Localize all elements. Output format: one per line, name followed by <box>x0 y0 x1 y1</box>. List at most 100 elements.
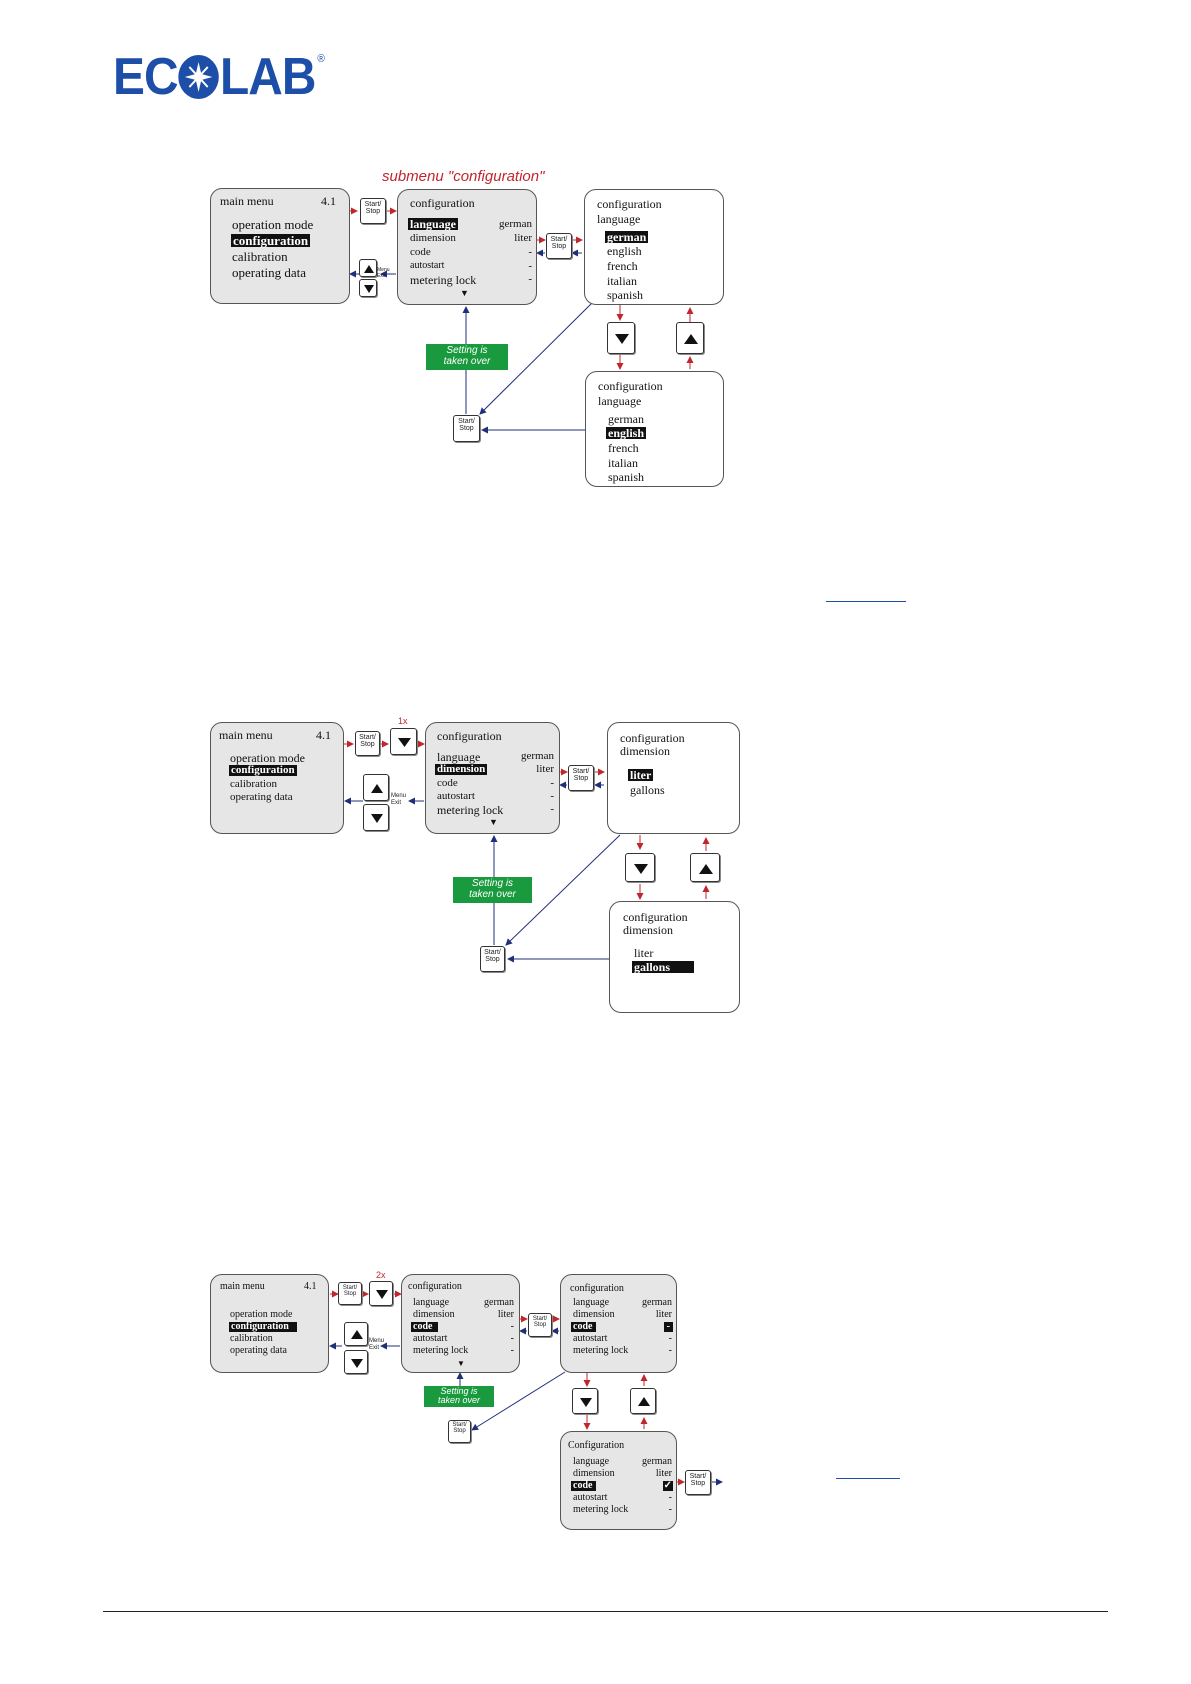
config-row-dimension-selected: dimension <box>435 763 488 775</box>
config-value-dimension: liter <box>497 1309 514 1320</box>
config-value-metering-lock: - <box>668 1504 672 1515</box>
config-row-language: language <box>437 750 481 764</box>
d3-code-screen-confirmed: Configuration language german dimension … <box>560 1431 677 1530</box>
config-value-language: german <box>484 1297 514 1308</box>
up-arrow-key <box>690 853 720 882</box>
config-value-metering-lock: - <box>550 803 554 815</box>
config-title: Configuration <box>568 1440 625 1451</box>
lang-title: configuration <box>597 197 662 211</box>
config-row-code: code <box>437 777 458 789</box>
d3-main-menu-screen: main menu 4.1 operation mode configurati… <box>210 1274 329 1373</box>
config-value-language: german <box>642 1456 672 1467</box>
config-row-metering-lock: metering lock <box>437 803 504 817</box>
down-arrow-key <box>363 804 389 831</box>
config-value-autostart: - <box>668 1333 672 1344</box>
menu-item-operation-mode: operation mode <box>230 1309 293 1320</box>
main-menu-number: 4.1 <box>321 194 336 208</box>
main-menu-number: 4.1 <box>304 1281 317 1292</box>
link-underline[interactable] <box>826 601 906 602</box>
logo-text-right: LAB <box>219 48 316 106</box>
lang-option-spanish: spanish <box>608 470 644 484</box>
config-value-dimension: liter <box>655 1468 672 1479</box>
config-row-autostart: autostart <box>413 1333 448 1344</box>
dim-title: configuration <box>623 910 688 924</box>
menu-item-configuration-selected: configuration <box>229 764 297 776</box>
config-title: configuration <box>437 729 502 743</box>
d2-main-menu-screen: main menu 4.1 operation mode configurati… <box>210 722 344 834</box>
config-title: configuration <box>408 1281 462 1292</box>
config-row-autostart: autostart <box>573 1333 608 1344</box>
logo-registered-mark: ® <box>317 53 324 65</box>
d1-start-stop-key-1: Start/Stop <box>360 198 386 224</box>
more-arrow-icon: ▼ <box>457 1359 465 1368</box>
d1-configuration-screen: configuration language german dimension … <box>397 189 537 305</box>
config-value-metering-lock: - <box>668 1345 672 1356</box>
press-count-2x: 2x <box>376 1270 386 1280</box>
up-arrow-key <box>359 259 377 277</box>
main-menu-title: main menu <box>220 194 274 208</box>
config-value-autostart: - <box>668 1492 672 1503</box>
logo-star-icon <box>178 55 220 99</box>
lang-option-italian: italian <box>607 274 637 288</box>
config-row-autostart: autostart <box>437 790 475 802</box>
config-row-language: language <box>573 1456 610 1467</box>
logo-text-left: EC <box>113 48 179 106</box>
config-value-metering-lock: - <box>528 273 532 285</box>
config-value-code-checked: ✓ <box>662 1480 673 1491</box>
footer-rule <box>103 1611 1108 1612</box>
d3-start-stop-key-1: Start/Stop <box>338 1282 362 1305</box>
config-row-metering-lock: metering lock <box>413 1345 469 1356</box>
config-value-code-editing: - <box>663 1322 673 1332</box>
config-row-language: language <box>413 1297 450 1308</box>
dim-subtitle: dimension <box>620 744 670 758</box>
ecolab-logo: EC LAB ® <box>113 48 325 106</box>
d3-configuration-screen: configuration language german dimension … <box>401 1274 520 1373</box>
down-arrow-key <box>625 853 655 882</box>
lang-option-english-selected: english <box>606 426 647 440</box>
config-row-dimension: dimension <box>573 1468 615 1479</box>
d2-dimension-screen-liter: configuration dimension liter gallons <box>607 722 740 834</box>
down-arrow-key <box>359 279 377 297</box>
lang-option-english: english <box>607 244 642 258</box>
down-arrow-key <box>607 322 635 354</box>
lang-title: configuration <box>598 379 663 393</box>
more-arrow-icon: ▼ <box>460 288 469 298</box>
lang-option-french: french <box>608 441 639 455</box>
menu-item-calibration: calibration <box>232 249 288 264</box>
config-row-dimension: dimension <box>573 1309 615 1320</box>
config-value-language: german <box>642 1297 672 1308</box>
d2-start-stop-key-1: Start/Stop <box>355 731 380 756</box>
up-arrow-key <box>363 774 389 801</box>
menu-item-calibration: calibration <box>230 1333 273 1344</box>
dim-option-gallons-selected: gallons <box>632 961 695 973</box>
menu-item-operating-data: operating data <box>230 1345 287 1356</box>
main-menu-title: main menu <box>220 1281 265 1292</box>
d1-language-screen-english: configuration language german english fr… <box>585 371 724 487</box>
menu-item-operation-mode: operation mode <box>232 217 314 232</box>
d3-start-stop-key-4: Start/Stop <box>685 1470 711 1495</box>
config-row-autostart: autostart <box>410 260 445 271</box>
config-value-dimension: liter <box>514 232 532 244</box>
config-row-code-selected: code <box>411 1322 439 1332</box>
lang-subtitle: language <box>598 394 642 408</box>
press-count-1x: 1x <box>398 716 408 726</box>
link-underline[interactable] <box>836 1478 900 1479</box>
dim-subtitle: dimension <box>623 923 673 937</box>
menu-item-configuration-selected: configuration <box>229 1322 297 1332</box>
menu-item-calibration: calibration <box>230 778 278 790</box>
d1-language-screen-german: configuration language german english fr… <box>584 189 724 305</box>
d2-start-stop-key-3: Start/Stop <box>480 946 505 972</box>
config-title: configuration <box>410 196 475 210</box>
d1-start-stop-key-3: Start/Stop <box>453 415 480 442</box>
lang-option-german: german <box>608 412 644 426</box>
down-arrow-key <box>390 728 417 755</box>
config-row-dimension: dimension <box>410 232 456 244</box>
up-arrow-key <box>344 1322 368 1346</box>
diagram1-title: submenu "configuration" <box>382 168 545 185</box>
config-value-autostart: - <box>528 260 532 272</box>
d2-configuration-screen: configuration language german dimension … <box>425 722 560 834</box>
config-row-language: language <box>573 1297 610 1308</box>
